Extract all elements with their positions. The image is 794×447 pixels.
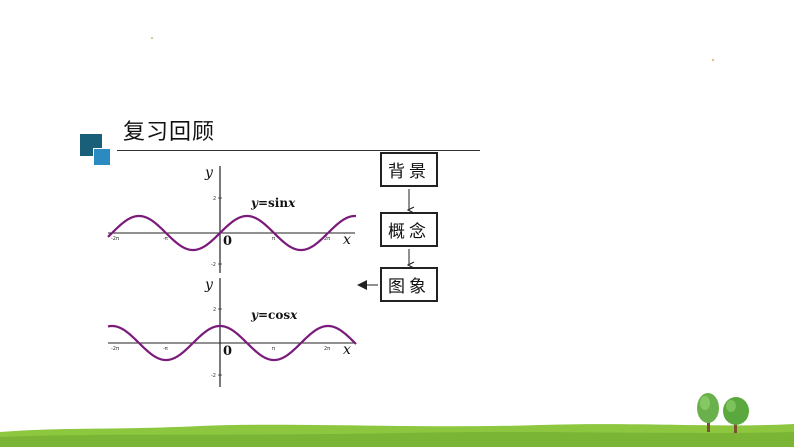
- cos-y-axis-label: y: [204, 277, 214, 293]
- cos-ytick-neg2: -2: [211, 373, 216, 379]
- sin-ytick-2: 2: [213, 196, 216, 202]
- decor-dot: [711, 58, 715, 62]
- sin-xtick-negpi: -π: [163, 236, 168, 242]
- tree-icon: [723, 397, 749, 433]
- flow-box-background: 背景: [380, 152, 438, 187]
- cos-function-label: y=cosx: [250, 308, 298, 322]
- decor-dot: [150, 36, 154, 40]
- cos-origin-label: 0: [223, 344, 232, 359]
- cos-x-axis-label: x: [343, 342, 351, 358]
- cos-ytick-2: 2: [213, 307, 216, 313]
- slide-title: 复习回顾: [123, 120, 216, 145]
- grass-strip-shade: [0, 432, 794, 447]
- sin-curve: [107, 214, 357, 252]
- sin-origin-label: 0: [223, 234, 232, 249]
- sin-xtick-2pi: 2π: [324, 236, 330, 242]
- cos-graph: 2 -2 -2π -π π 2π y x 0 y=cosx: [107, 277, 357, 387]
- cos-xtick-neg2pi: -2π: [111, 346, 119, 352]
- cos-xtick-negpi: -π: [163, 346, 168, 352]
- cos-xtick-pi: π: [272, 346, 275, 352]
- sin-xtick-pi: π: [272, 236, 275, 242]
- sin-y-axis-label: y: [204, 165, 214, 181]
- sin-xtick-neg2pi: -2π: [111, 236, 119, 242]
- tree-icon: [697, 393, 719, 432]
- title-square-icon: [80, 134, 111, 166]
- cos-xtick-2pi: 2π: [324, 346, 330, 352]
- sin-graph: 2 -2 -2π -π π 2π y x 0 y=sinx: [107, 165, 357, 273]
- cos-curve: [107, 324, 357, 362]
- title-underline: [117, 150, 480, 151]
- sin-x-axis-label: x: [343, 232, 351, 248]
- title-square-light: [93, 148, 111, 166]
- sin-ytick-neg2: -2: [211, 262, 216, 268]
- flow-box-concept: 概念: [380, 212, 438, 247]
- sin-function-label: y=sinx: [250, 196, 296, 210]
